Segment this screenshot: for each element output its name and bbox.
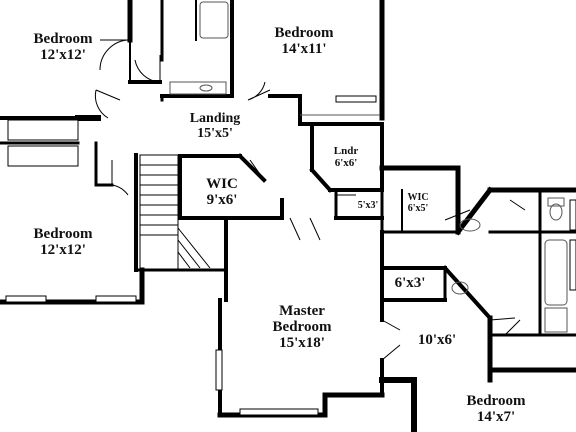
room-name-line2: Bedroom: [272, 318, 332, 335]
room-laundry: Lndr 6'x6': [326, 145, 366, 169]
room-name: Bedroom: [33, 31, 93, 47]
room-name: WIC: [206, 176, 238, 192]
room-bedroom-se: Bedroom 14'x7': [448, 393, 544, 426]
room-hall-6x3: 6'x3': [388, 275, 432, 292]
room-closet-small: 5'x3': [351, 200, 385, 212]
room-name: Master: [279, 303, 325, 319]
room-dimensions: 10'x6': [417, 332, 457, 348]
room-dimensions: 14'x7': [476, 408, 516, 425]
room-name: Bedroom: [33, 226, 93, 242]
room-wic-center: WIC 9'x6': [194, 176, 250, 209]
room-name: Bedroom: [274, 25, 334, 41]
windows: [5, 95, 576, 416]
room-name: Lndr: [333, 145, 359, 157]
doors: [94, 39, 526, 361]
stairs: [139, 154, 211, 271]
room-wic-east: WIC 6'x5': [400, 192, 436, 214]
room-dimensions: 6'x6': [334, 156, 358, 169]
room-dimensions: 15'x5': [197, 125, 233, 141]
room-landing: Landing 15'x5': [176, 111, 254, 141]
room-name: Bedroom: [466, 393, 526, 409]
room-dimensions: 9'x6': [206, 191, 238, 208]
room-bedroom-n: Bedroom 14'x11': [258, 25, 350, 58]
room-dimensions: 5'x3': [357, 200, 379, 211]
room-dimensions: 14'x11': [281, 40, 327, 57]
room-dimensions: 12'x12': [40, 46, 86, 63]
room-bedroom-w: Bedroom 12'x12': [18, 226, 108, 259]
room-name: WIC: [407, 192, 429, 203]
room-name: Landing: [189, 111, 241, 126]
fixtures: [169, 1, 568, 333]
room-dimensions: 6'x3': [394, 275, 426, 291]
room-10x6: 10'x6': [406, 332, 468, 349]
room-bedroom-nw: Bedroom 12'x12': [18, 31, 108, 64]
room-master-bedroom: Master Bedroom 15'x18': [255, 303, 349, 351]
room-dimensions: 12'x12': [40, 241, 86, 258]
room-dimensions: 6'x5': [407, 202, 429, 214]
room-dimensions: 15'x18': [279, 334, 325, 351]
